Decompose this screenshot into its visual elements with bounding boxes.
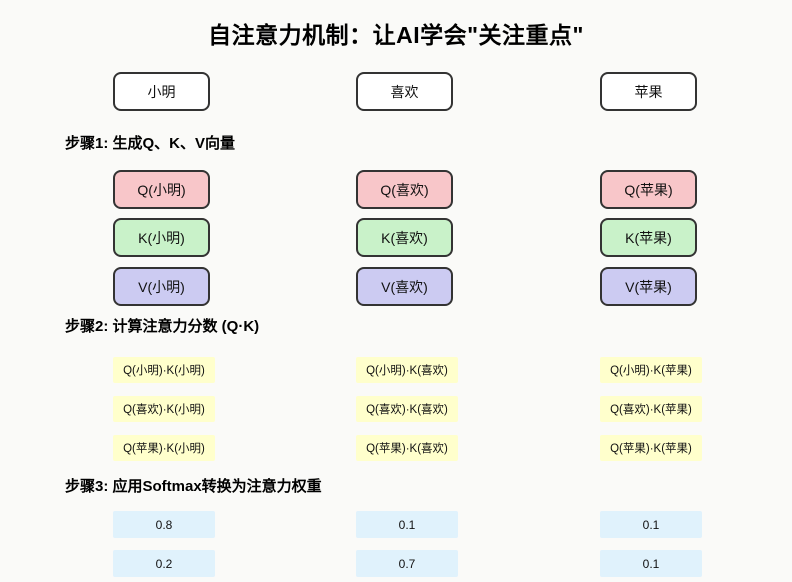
attention-weight-box: 0.7: [356, 550, 458, 577]
attention-score-box: Q(小明)·K(小明): [113, 357, 215, 383]
attention-score-label: Q(喜欢)·K(喜欢): [366, 404, 448, 416]
attention-score-label: Q(小明)·K(小明): [123, 365, 205, 377]
q-vector-box: Q(小明): [113, 170, 210, 209]
page-title: 自注意力机制：让AI学会"关注重点": [208, 22, 584, 48]
token-box-xihuan: 喜欢: [356, 72, 453, 111]
token-label: 苹果: [634, 83, 663, 100]
attention-score-box: Q(小明)·K(喜欢): [356, 357, 458, 383]
attention-weight-value: 0.2: [155, 556, 173, 571]
attention-score-label: Q(苹果)·K(小明): [123, 443, 205, 455]
attention-weight-value: 0.8: [155, 517, 173, 532]
q-vector-box: Q(苹果): [600, 170, 697, 209]
v-vector-box: V(苹果): [600, 267, 697, 306]
attention-weight-box: 0.1: [600, 550, 702, 577]
attention-weight-box: 0.1: [600, 511, 702, 538]
attention-weight-box: 0.8: [113, 511, 215, 538]
attention-score-box: Q(喜欢)·K(小明): [113, 396, 215, 422]
token-box-xiaoming: 小明: [113, 72, 210, 111]
v-vector-box: V(小明): [113, 267, 210, 306]
token-label: 喜欢: [390, 83, 419, 100]
attention-score-box: Q(喜欢)·K(喜欢): [356, 396, 458, 422]
k-vector-label: K(苹果): [625, 229, 672, 246]
step1-heading: 步骤1: 生成Q、K、V向量: [65, 135, 236, 152]
q-vector-label: Q(喜欢): [380, 181, 429, 198]
v-vector-box: V(喜欢): [356, 267, 453, 306]
attention-score-label: Q(苹果)·K(喜欢): [366, 443, 448, 455]
step3-heading: 步骤3: 应用Softmax转换为注意力权重: [65, 478, 322, 495]
attention-score-box: Q(苹果)·K(喜欢): [356, 435, 458, 461]
q-vector-label: Q(小明): [137, 181, 186, 198]
v-vector-label: V(苹果): [625, 278, 672, 295]
token-box-pingguo: 苹果: [600, 72, 697, 111]
attention-score-label: Q(喜欢)·K(小明): [123, 404, 205, 416]
attention-score-label: Q(苹果)·K(苹果): [610, 443, 692, 455]
attention-score-label: Q(小明)·K(喜欢): [366, 365, 448, 377]
step2-heading: 步骤2: 计算注意力分数 (Q·K): [65, 318, 260, 335]
attention-score-label: Q(小明)·K(苹果): [610, 365, 692, 377]
k-vector-box: K(喜欢): [356, 218, 453, 257]
q-vector-label: Q(苹果): [624, 181, 673, 198]
attention-weight-value: 0.1: [642, 556, 660, 571]
attention-score-box: Q(苹果)·K(小明): [113, 435, 215, 461]
attention-weight-box: 0.1: [356, 511, 458, 538]
q-vector-box: Q(喜欢): [356, 170, 453, 209]
k-vector-box: K(小明): [113, 218, 210, 257]
v-vector-label: V(喜欢): [381, 278, 428, 295]
attention-score-box: Q(苹果)·K(苹果): [600, 435, 702, 461]
attention-score-label: Q(喜欢)·K(苹果): [610, 404, 692, 416]
token-label: 小明: [147, 83, 176, 100]
attention-weight-value: 0.1: [642, 517, 660, 532]
k-vector-label: K(小明): [138, 229, 185, 246]
v-vector-label: V(小明): [138, 278, 185, 295]
attention-score-box: Q(小明)·K(苹果): [600, 357, 702, 383]
attention-weight-value: 0.7: [398, 556, 416, 571]
k-vector-label: K(喜欢): [381, 229, 428, 246]
k-vector-box: K(苹果): [600, 218, 697, 257]
attention-weight-box: 0.2: [113, 550, 215, 577]
attention-weight-value: 0.1: [398, 517, 416, 532]
attention-score-box: Q(喜欢)·K(苹果): [600, 396, 702, 422]
